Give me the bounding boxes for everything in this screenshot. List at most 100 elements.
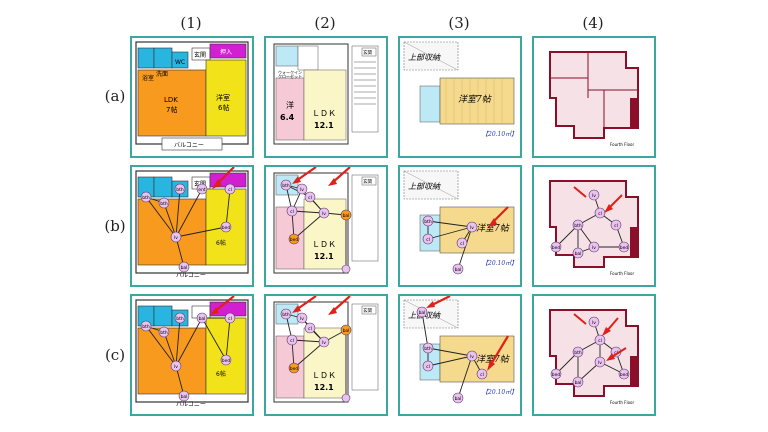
node-lv: lv [322, 340, 326, 346]
label-genkan-2b: 玄関 [363, 178, 372, 185]
label-balcony-1c: バルコニー [176, 401, 206, 408]
panel-2c: 玄関 ＬＤＫ 12.1 bth lv cl cl lv bal bed [264, 294, 388, 416]
arrows [426, 296, 509, 371]
panel-4b: Fourth Floor lv cl bth cl bed lv bed bal [532, 165, 656, 287]
node-lv: lv [322, 211, 326, 217]
label-ldk-size: 7帖 [166, 105, 177, 114]
arrows [573, 313, 627, 361]
node-bed: bed [552, 372, 561, 378]
node-cl: cl [228, 316, 232, 322]
row-label-a: (a) [104, 87, 126, 105]
label-ldk-2c: ＬＤＫ [312, 371, 336, 380]
label-western: 洋室 [216, 93, 230, 102]
node-lv: lv [300, 187, 304, 193]
label-ldk-2b: ＬＤＫ [312, 240, 336, 249]
node-bed: bed [290, 366, 299, 372]
node-bal: bal [181, 394, 188, 400]
label-floor-4c: Fourth Floor [610, 400, 634, 405]
label-floor: Fourth Floor [610, 142, 634, 147]
label-walkin: ウォークイン [278, 69, 302, 75]
graph-1b: 玄関 6帖 バルコニー bth bth bth ent cl lv bed ba… [135, 167, 249, 279]
node-cl: cl [460, 241, 464, 247]
node-bth: bth [160, 330, 168, 336]
node-lv: lv [592, 245, 596, 251]
node-bal: bal [199, 316, 206, 322]
arrow [212, 167, 235, 189]
node-bth: bth [176, 187, 184, 193]
arrow [488, 206, 509, 227]
panel-1a: 浴室 洗面 WC 玄関 押入 LDK 7帖 洋室 6帖 バルコニー [130, 36, 254, 158]
node-bal: bal [181, 265, 188, 271]
label-balcony-1b: バルコニー [176, 272, 206, 279]
label-closet-2: クローゼット [278, 73, 302, 79]
node-bed: bed [620, 372, 629, 378]
floorplan-1a: 浴室 洗面 WC 玄関 押入 LDK 7帖 洋室 6帖 バルコニー [135, 41, 249, 151]
label-genkan-2: 玄関 [363, 49, 372, 56]
node-bal: bal [419, 310, 426, 316]
column-label-4: (4) [582, 14, 604, 32]
label-western-size-2: 6.4 [280, 113, 295, 122]
node-bal: bal [455, 396, 462, 402]
node-cl: cl [228, 187, 232, 193]
floorplan-4a: Fourth Floor [549, 51, 639, 147]
panel-1b: 玄関 6帖 バルコニー bth bth bth ent cl lv bed ba… [130, 165, 254, 287]
label-western-size-1c: 6帖 [216, 370, 226, 378]
graph-4c: Fourth Floor lv cl bth cl lv bed bed bal [549, 309, 639, 405]
node-bth: bth [176, 316, 184, 322]
arrow [210, 296, 235, 315]
node-lv: lv [174, 235, 178, 241]
node-bth: bth [142, 324, 150, 330]
panel-2a: 玄関 ウォークイン クローゼット 洋 6.4 ＬＤＫ 12.1 [264, 36, 388, 158]
panel-4a: Fourth Floor [532, 36, 656, 158]
node-cl: cl [290, 209, 294, 215]
node-bth: bth [282, 183, 290, 189]
label-loft-3b: 上部収納 [408, 182, 441, 191]
node-ent: ent [198, 187, 206, 193]
node-bal: bal [575, 380, 582, 386]
label-western-3: 洋室7帖 [458, 94, 493, 105]
label-genkan: 玄関 [194, 51, 206, 59]
node-bth: bth [424, 219, 432, 225]
floorplan-3a: 上部収納 洋室7帖 【20.10㎡】 [403, 41, 517, 138]
label-closet: 押入 [220, 48, 232, 56]
row-label-b: (b) [104, 217, 126, 235]
label-area-3c: 【20.10㎡】 [482, 388, 517, 396]
node-lv: lv [598, 360, 602, 366]
label-wc: WC [175, 59, 185, 66]
floorplan-2a: 玄関 ウォークイン クローゼット 洋 6.4 ＬＤＫ 12.1 [273, 43, 379, 145]
node-cl: cl [308, 326, 312, 332]
graph-2b: 玄関 ＬＤＫ 12.1 bth lv cl cl lv bal bed [273, 167, 379, 274]
node-bth: bth [574, 350, 582, 356]
label-western-2: 洋 [286, 100, 294, 110]
node-bed: bed [290, 237, 299, 243]
node-cl: cl [614, 350, 618, 356]
panel-3c: 上部収納 洋室7帖 【20.10㎡】 bal bth cl lv cl bal [398, 294, 522, 416]
label-ldk-size-2: 12.1 [314, 121, 334, 130]
graph-3c: 上部収納 洋室7帖 【20.10㎡】 bal bth cl lv cl bal [403, 296, 517, 404]
node-cl: cl [426, 237, 430, 243]
graph-3b: 上部収納 洋室7帖 【20.10㎡】 bth cl lv cl bal [403, 170, 517, 275]
label-genkan-1b: 玄関 [194, 180, 206, 188]
node-bth: bth [142, 195, 150, 201]
node-lv: lv [592, 320, 596, 326]
label-western-3b: 洋室7帖 [476, 223, 511, 234]
label-floor-4b: Fourth Floor [610, 271, 634, 276]
node-bal: bal [343, 213, 350, 219]
label-balcony: バルコニー [174, 142, 204, 149]
arrows [573, 186, 623, 213]
column-label-1: (1) [180, 14, 202, 32]
node-bal: bal [343, 328, 350, 334]
node-bth: bth [282, 312, 290, 318]
label-ldk-size-2b: 12.1 [314, 252, 334, 261]
label-western-size-1b: 6帖 [216, 239, 226, 247]
node-bth: bth [160, 201, 168, 207]
panel-1c: 6帖 バルコニー bth bth bth bal cl lv bed bal [130, 294, 254, 416]
node-bed: bed [552, 245, 561, 251]
label-ldk: LDK [164, 96, 178, 104]
node-lv: lv [470, 225, 474, 231]
label-ldk-size-2c: 12.1 [314, 383, 334, 392]
node-lv: lv [592, 193, 596, 199]
node-bal: bal [455, 267, 462, 273]
arrows [292, 167, 351, 186]
panel-3a: 上部収納 洋室7帖 【20.10㎡】 [398, 36, 522, 158]
